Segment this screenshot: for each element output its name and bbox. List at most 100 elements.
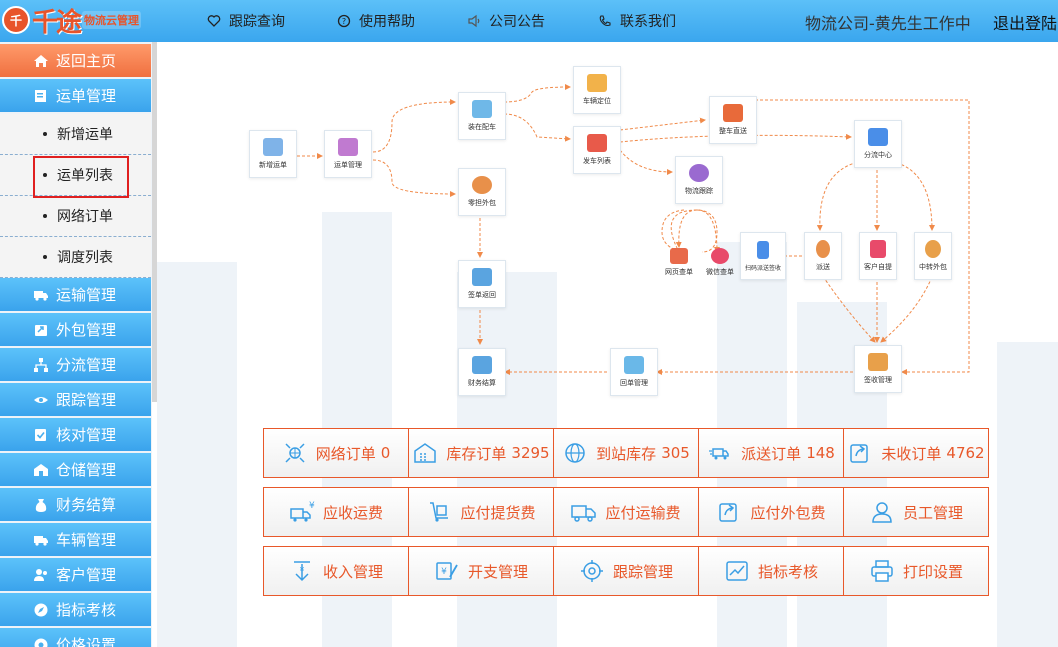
flow-node-label: 整车直送 <box>719 127 747 135</box>
sidebar-sub-dispatch-list[interactable]: 调度列表 <box>0 237 151 278</box>
flow-node-transfer-outsource[interactable]: 中转外包 <box>914 232 952 280</box>
flow-node-label: 网页查单 <box>665 268 693 276</box>
sidebar-warehouse[interactable]: 仓储管理 <box>0 453 151 486</box>
shelf-icon <box>338 138 358 156</box>
sidebar-scrollbar[interactable] <box>152 42 157 402</box>
link-print-settings[interactable]: 打印设置 <box>843 546 989 596</box>
sidebar-verify[interactable]: 核对管理 <box>0 418 151 451</box>
flow-node-vehicle-location[interactable]: 车辆定位 <box>573 66 621 114</box>
warehouse-icon <box>412 441 438 465</box>
flow-node-waybill-mgmt[interactable]: 运单管理 <box>324 130 372 178</box>
sidebar-customers[interactable]: 客户管理 <box>0 558 151 591</box>
sidebar-label: 价格设置 <box>56 636 117 647</box>
sidebar-tracking[interactable]: 跟踪管理 <box>0 383 151 416</box>
logo-sub-text: 物流云管理 <box>82 11 142 29</box>
stat-label: 派送订单 <box>741 444 802 463</box>
flow-node-finance-settlement[interactable]: 财务结算 <box>458 348 506 396</box>
nav-label: 跟踪查询 <box>229 14 285 30</box>
compass-icon <box>33 602 49 618</box>
flow-node-signed-return[interactable]: 签单返回 <box>458 260 506 308</box>
flow-node-web-query[interactable]: 网页查单 <box>665 248 693 277</box>
settings-icon <box>33 637 49 647</box>
logout-link[interactable]: 退出登陆 <box>993 14 1058 33</box>
sidebar-label: 车辆管理 <box>56 531 117 549</box>
sidebar-transport[interactable]: 运输管理 <box>0 278 151 311</box>
bg-building <box>997 342 1058 647</box>
sidebar-distribution[interactable]: 分流管理 <box>0 348 151 381</box>
share-icon <box>33 322 49 338</box>
sidebar-vehicles[interactable]: 车辆管理 <box>0 523 151 556</box>
sidebar: 返回主页 运单管理 新增运单 运单列表 网络订单 调度列表 运输管理 外包管理 … <box>0 42 152 647</box>
sidebar-label: 外包管理 <box>56 321 117 339</box>
link-label: 打印设置 <box>902 562 963 581</box>
sidebar-label: 客户管理 <box>56 566 117 584</box>
flow-node-wechat-query[interactable]: 微信查单 <box>706 248 734 277</box>
link-payable-transport[interactable]: 应付运输费 <box>553 487 699 537</box>
sidebar-label: 核对管理 <box>56 426 117 444</box>
sidebar-sub-network-orders[interactable]: 网络订单 <box>0 196 151 237</box>
refresh-box-icon <box>472 176 492 194</box>
flow-node-label: 回单管理 <box>620 379 648 387</box>
stat-label: 库存订单 <box>446 444 507 463</box>
target-icon <box>579 559 605 583</box>
sidebar-pricing[interactable]: 价格设置 <box>0 628 151 647</box>
nav-contact[interactable]: 联系我们 <box>598 11 676 31</box>
stat-value: 0 <box>380 444 391 462</box>
link-receivable-freight[interactable]: ¥应收运费 <box>263 487 409 537</box>
flow-node-label: 中转外包 <box>919 263 947 271</box>
sidebar-finance[interactable]: 财务结算 <box>0 488 151 521</box>
link-payable-pickup[interactable]: 应付提货费 <box>408 487 554 537</box>
link-staff-mgmt[interactable]: 员工管理 <box>843 487 989 537</box>
sidebar-sub-waybill-list[interactable]: 运单列表 <box>0 155 151 196</box>
nav-help[interactable]: ? 使用帮助 <box>337 11 415 31</box>
sidebar-waybill-group[interactable]: 运单管理 <box>0 79 151 112</box>
truck-icon <box>587 134 607 152</box>
printer-icon <box>869 559 895 583</box>
flow-node-sign-mgmt[interactable]: 签收管理 <box>854 345 902 393</box>
flow-node-scan-delivery[interactable]: 扫码派送签收 <box>740 232 786 280</box>
flow-node-receipt-mgmt[interactable]: 回单管理 <box>610 348 658 396</box>
flow-node-loading[interactable]: 装在配车 <box>458 92 506 140</box>
link-label: 跟踪管理 <box>612 562 673 581</box>
courier-icon <box>816 240 830 258</box>
user-status: 物流公司-黄先生工作中 <box>805 14 971 33</box>
link-kpi[interactable]: 指标考核 <box>698 546 844 596</box>
flow-node-label: 分流中心 <box>864 151 892 159</box>
link-tracking-mgmt[interactable]: 跟踪管理 <box>553 546 699 596</box>
truck-icon <box>571 500 597 524</box>
sidebar-label: 分流管理 <box>56 356 117 374</box>
flow-node-departure-list[interactable]: 发车列表 <box>573 126 621 174</box>
delivery-truck-icon <box>707 441 733 465</box>
sidebar-kpi[interactable]: 指标考核 <box>0 593 151 626</box>
flow-node-delivery[interactable]: 派送 <box>804 232 842 280</box>
nav-tracking-query[interactable]: 跟踪查询 <box>207 11 285 31</box>
flow-node-label: 微信查单 <box>706 268 734 276</box>
stat-value: 305 <box>661 444 690 462</box>
flow-node-direct-delivery[interactable]: 整车直送 <box>709 96 757 144</box>
bullet <box>43 132 47 136</box>
logo-main-text: 千途 <box>32 7 82 38</box>
main-content: 新增运单 运单管理 装在配车 车辆定位 发车列表 零担外包 整车直送 物流跟踪 … <box>157 42 1058 647</box>
sidebar-outsource[interactable]: 外包管理 <box>0 313 151 346</box>
flow-node-new-waybill[interactable]: 新增运单 <box>249 130 297 178</box>
stat-value: 3295 <box>511 444 550 462</box>
link-income-mgmt[interactable]: ¥收入管理 <box>263 546 409 596</box>
nav-announcements[interactable]: 公司公告 <box>467 11 545 31</box>
flow-node-logistics-tracking[interactable]: 物流跟踪 <box>675 156 723 204</box>
expense-icon: ¥ <box>434 559 460 583</box>
flow-node-self-pickup[interactable]: 客户自提 <box>859 232 897 280</box>
flow-node-ltl-outsource[interactable]: 零担外包 <box>458 168 506 216</box>
link-payable-outsource[interactable]: 应付外包费 <box>698 487 844 537</box>
bullet <box>43 255 47 259</box>
link-expense-mgmt[interactable]: ¥开支管理 <box>408 546 554 596</box>
flow-node-distribution-center[interactable]: 分流中心 <box>854 120 902 168</box>
stat-value: 4762 <box>946 444 985 462</box>
logo: 千 千途 物流云管理 <box>2 4 142 38</box>
sidebar-home[interactable]: 返回主页 <box>0 44 151 77</box>
sidebar-sub-new-waybill[interactable]: 新增运单 <box>0 114 151 155</box>
